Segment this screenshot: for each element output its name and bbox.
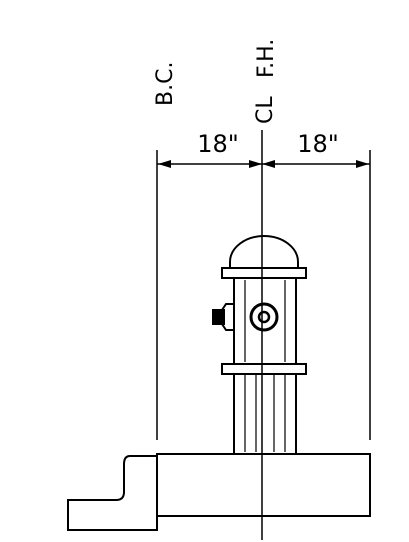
dimension-label-right: 18" [297,130,339,158]
label-fire-hydrant: F.H. [254,39,279,78]
arrowhead-center-left [249,160,262,168]
label-centerline: CL [253,96,278,124]
dimension-label-left: 18" [197,130,239,158]
hydrant-dome-cap [229,235,299,269]
hydrant-barrel [233,371,297,455]
hydrant-lower-flange [221,363,307,375]
arrowhead-center-right [262,160,275,168]
hydrant-side-nozzle [212,303,235,331]
arrowhead-left [158,160,171,168]
label-back-of-curb: B.C. [153,62,178,106]
hydrant-upper-flange [221,267,307,279]
arrowhead-right [356,160,369,168]
hydrant-pumper-nozzle [249,302,279,332]
curb-profile [67,453,371,531]
dimension-line [157,160,370,168]
